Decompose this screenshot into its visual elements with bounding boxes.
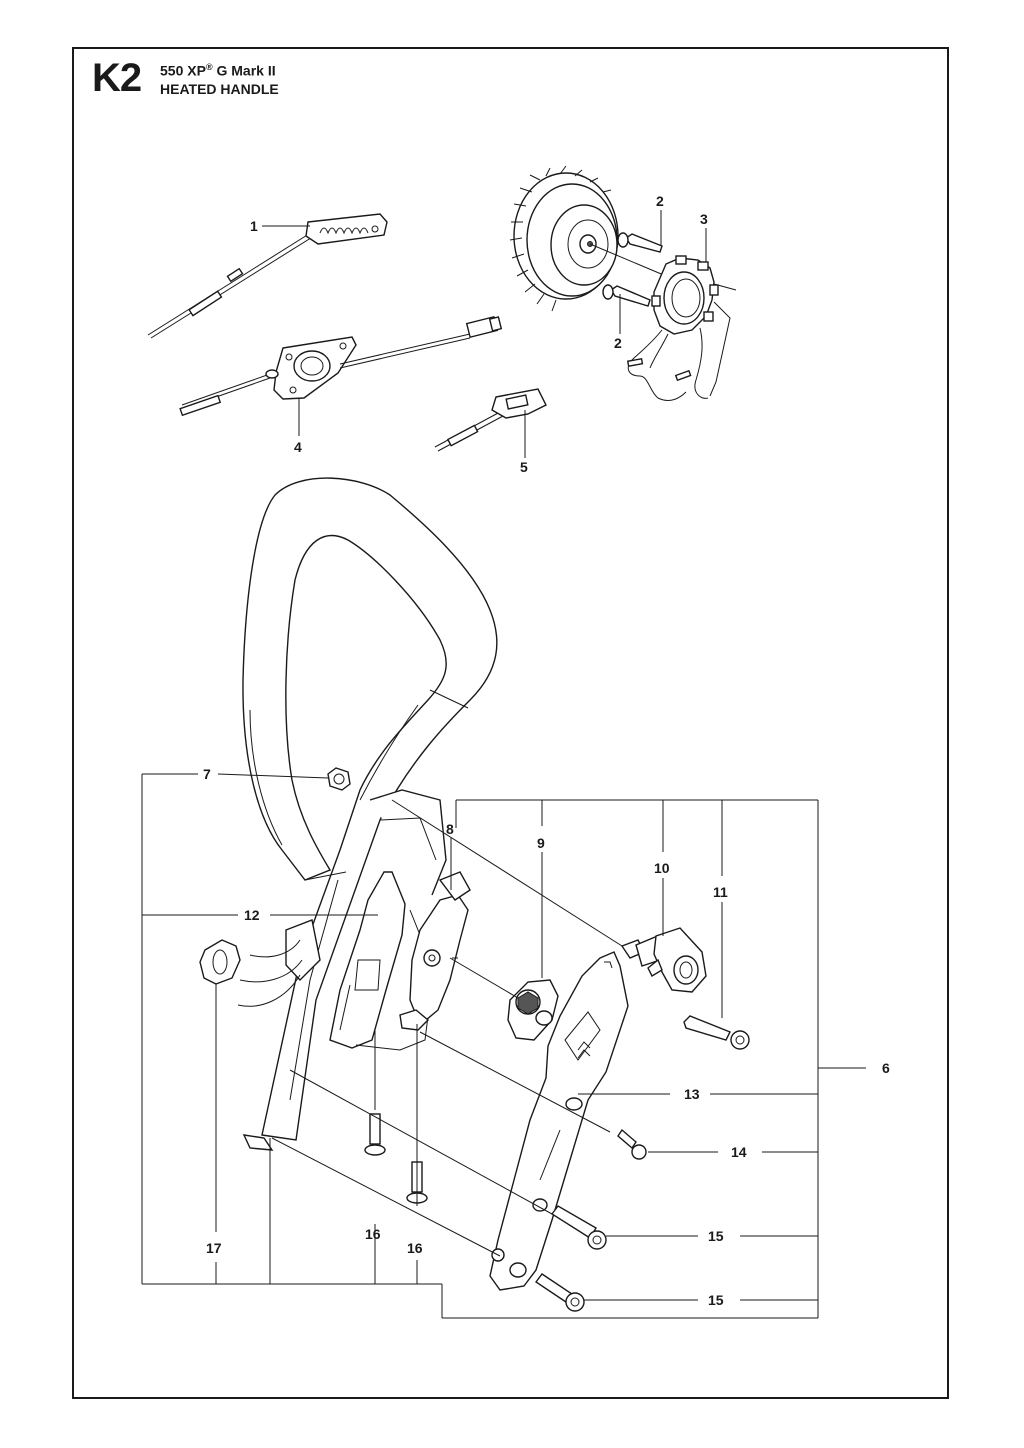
callout-17: 17 xyxy=(206,1240,222,1256)
part-11-screw xyxy=(683,1015,750,1050)
callout-14: 14 xyxy=(731,1144,747,1160)
callout-7: 7 xyxy=(203,766,211,782)
part-1-heating-element xyxy=(147,213,388,339)
page-frame xyxy=(72,47,949,1399)
front-handle-bar xyxy=(242,477,498,1151)
part-3-stator-coil xyxy=(626,255,737,401)
part-2-screws xyxy=(602,232,663,307)
callout-labels: 1 2 2 3 4 5 6 7 8 9 10 11 12 13 14 15 15… xyxy=(203,193,890,1308)
part-14-screw xyxy=(617,1128,647,1160)
callout-11: 11 xyxy=(713,884,728,900)
model-name: 550 XP® G Mark II xyxy=(160,62,276,79)
flywheel-fan xyxy=(509,165,667,312)
callout-13: 13 xyxy=(684,1086,700,1102)
callout-15-upper: 15 xyxy=(708,1228,724,1244)
section-code: K2 xyxy=(92,56,142,100)
callout-5: 5 xyxy=(520,459,528,475)
part-5-connector xyxy=(434,388,547,452)
callout-4: 4 xyxy=(294,439,302,455)
handle-body-mechanism xyxy=(237,789,471,1051)
part-9-knob xyxy=(507,979,559,1041)
registered-mark: ® xyxy=(205,62,213,72)
callout-3: 3 xyxy=(700,211,708,227)
part-4-gasket-switch xyxy=(179,315,503,417)
part-17-grommet xyxy=(199,939,241,985)
callout-9: 9 xyxy=(537,835,545,851)
callout-16-right: 16 xyxy=(407,1240,423,1256)
callout-2-bottom: 2 xyxy=(614,335,622,351)
model-suffix-text: G Mark II xyxy=(212,62,276,79)
callout-8: 8 xyxy=(446,821,454,837)
part-10-valve xyxy=(620,927,707,993)
part-15-bolts xyxy=(534,1205,607,1312)
leader-lines xyxy=(141,210,866,1319)
callout-16-left: 16 xyxy=(365,1226,381,1242)
callout-2-top: 2 xyxy=(656,193,664,209)
diagram-title: HEATED HANDLE xyxy=(160,81,279,97)
callout-6: 6 xyxy=(882,1060,890,1076)
part-16-screws xyxy=(364,1113,428,1204)
callout-12: 12 xyxy=(244,907,260,923)
model-name-text: 550 XP xyxy=(160,62,206,79)
part-7-nut xyxy=(327,767,351,791)
callout-15-lower: 15 xyxy=(708,1292,724,1308)
callout-10: 10 xyxy=(654,860,670,876)
callout-1: 1 xyxy=(250,218,258,234)
